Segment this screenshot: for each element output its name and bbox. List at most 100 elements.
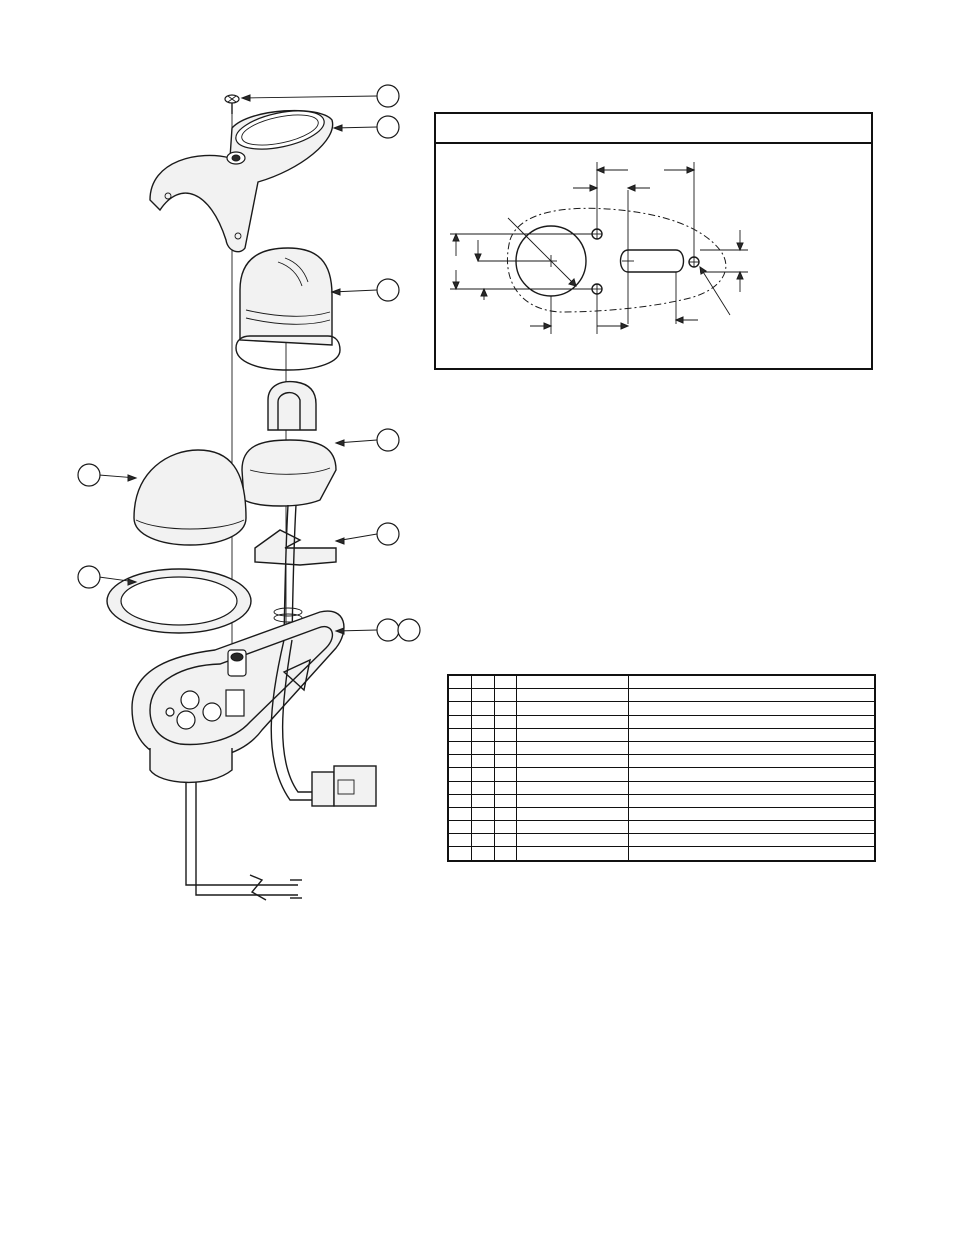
callout-balloon — [376, 428, 400, 452]
parts-list-row — [447, 754, 876, 769]
parts-list-cell — [515, 793, 629, 808]
parts-list-cell — [515, 846, 629, 862]
parts-list-row — [447, 714, 876, 729]
parts-list-cell — [447, 754, 472, 769]
parts-list-cell — [493, 754, 517, 769]
parts-list-cell — [447, 833, 472, 848]
parts-list-table — [447, 674, 876, 862]
parts-list-row — [447, 833, 876, 848]
parts-list-row — [447, 820, 876, 835]
top-shroud-part — [149, 109, 334, 253]
parts-list-cell — [447, 846, 472, 862]
low-dome-lens-part — [133, 449, 247, 546]
callout-balloon — [376, 522, 400, 546]
parts-list-cell — [627, 754, 876, 769]
callout-leaders — [98, 94, 378, 635]
parts-list-cell — [493, 767, 517, 782]
parts-list-cell — [447, 674, 472, 690]
mounting-template-drawing — [450, 162, 748, 334]
parts-list-cell — [447, 793, 472, 808]
parts-list-cell — [627, 701, 876, 716]
mounting-template-header — [436, 114, 871, 144]
parts-list-cell — [493, 846, 517, 862]
parts-list-cell — [493, 833, 517, 848]
parts-list-cell — [470, 767, 495, 782]
parts-list-cell — [470, 701, 495, 716]
mounting-template-box — [434, 112, 873, 370]
wire-clip-part — [254, 529, 337, 566]
callout-balloon — [77, 565, 101, 589]
screw-part — [224, 94, 240, 114]
parts-list-cell — [493, 793, 517, 808]
base-housing-part — [131, 610, 345, 784]
parts-list-cell — [470, 674, 495, 690]
parts-list-cell — [515, 701, 629, 716]
parts-list-cell — [470, 727, 495, 742]
parts-list-cell — [515, 754, 629, 769]
parts-list-cell — [470, 793, 495, 808]
bulb-socket-part — [241, 380, 337, 507]
parts-list-cell — [627, 674, 876, 690]
parts-list-cell — [493, 820, 517, 835]
parts-list-cell — [627, 688, 876, 703]
gasket-ring-part — [106, 568, 252, 634]
parts-list-cell — [493, 806, 517, 822]
parts-list-cell — [470, 833, 495, 848]
parts-list-cell — [515, 780, 629, 795]
parts-list-row — [447, 767, 876, 782]
parts-list-cell — [627, 806, 876, 822]
parts-list-cell — [470, 740, 495, 756]
parts-list-row — [447, 780, 876, 795]
parts-list-cell — [515, 833, 629, 848]
parts-list-row — [447, 806, 876, 822]
parts-list-cell — [447, 714, 472, 729]
parts-list-cell — [493, 701, 517, 716]
parts-list-cell — [515, 714, 629, 729]
parts-list-cell — [493, 674, 517, 690]
parts-list-row — [447, 793, 876, 808]
parts-list-cell — [515, 674, 629, 690]
parts-list-cell — [447, 727, 472, 742]
parts-list-row — [447, 688, 876, 703]
parts-list-cell — [470, 846, 495, 862]
parts-list-cell — [493, 740, 517, 756]
parts-list-body — [447, 674, 876, 862]
parts-list-cell — [470, 780, 495, 795]
parts-list-cell — [627, 793, 876, 808]
parts-list-cell — [627, 846, 876, 862]
parts-list-cell — [470, 688, 495, 703]
parts-list-cell — [627, 727, 876, 742]
wire-harness — [273, 504, 303, 641]
parts-list-cell — [627, 714, 876, 729]
callout-balloon — [397, 618, 421, 642]
callout-balloon — [376, 115, 400, 139]
parts-list-cell — [447, 780, 472, 795]
parts-list-cell — [515, 767, 629, 782]
callout-balloon — [376, 618, 400, 642]
parts-list-cell — [627, 833, 876, 848]
callout-balloon — [376, 84, 400, 108]
callout-balloon — [376, 278, 400, 302]
parts-list-cell — [470, 806, 495, 822]
parts-list-cell — [493, 780, 517, 795]
parts-list-cell — [515, 820, 629, 835]
parts-list-cell — [447, 806, 472, 822]
parts-list-row — [447, 846, 876, 862]
parts-list-cell — [470, 714, 495, 729]
parts-list-cell — [515, 688, 629, 703]
parts-list-cell — [493, 727, 517, 742]
parts-list-row — [447, 740, 876, 756]
parts-list-cell — [627, 740, 876, 756]
power-cord — [185, 782, 302, 901]
wire-connector-part — [270, 639, 377, 807]
parts-list-cell — [515, 740, 629, 756]
parts-list-cell — [470, 820, 495, 835]
callout-balloon — [77, 463, 101, 487]
parts-list-cell — [447, 701, 472, 716]
parts-list-cell — [447, 740, 472, 756]
parts-list-header-row — [447, 674, 876, 690]
parts-list-row — [447, 727, 876, 742]
parts-list-cell — [493, 714, 517, 729]
parts-list-cell — [470, 754, 495, 769]
